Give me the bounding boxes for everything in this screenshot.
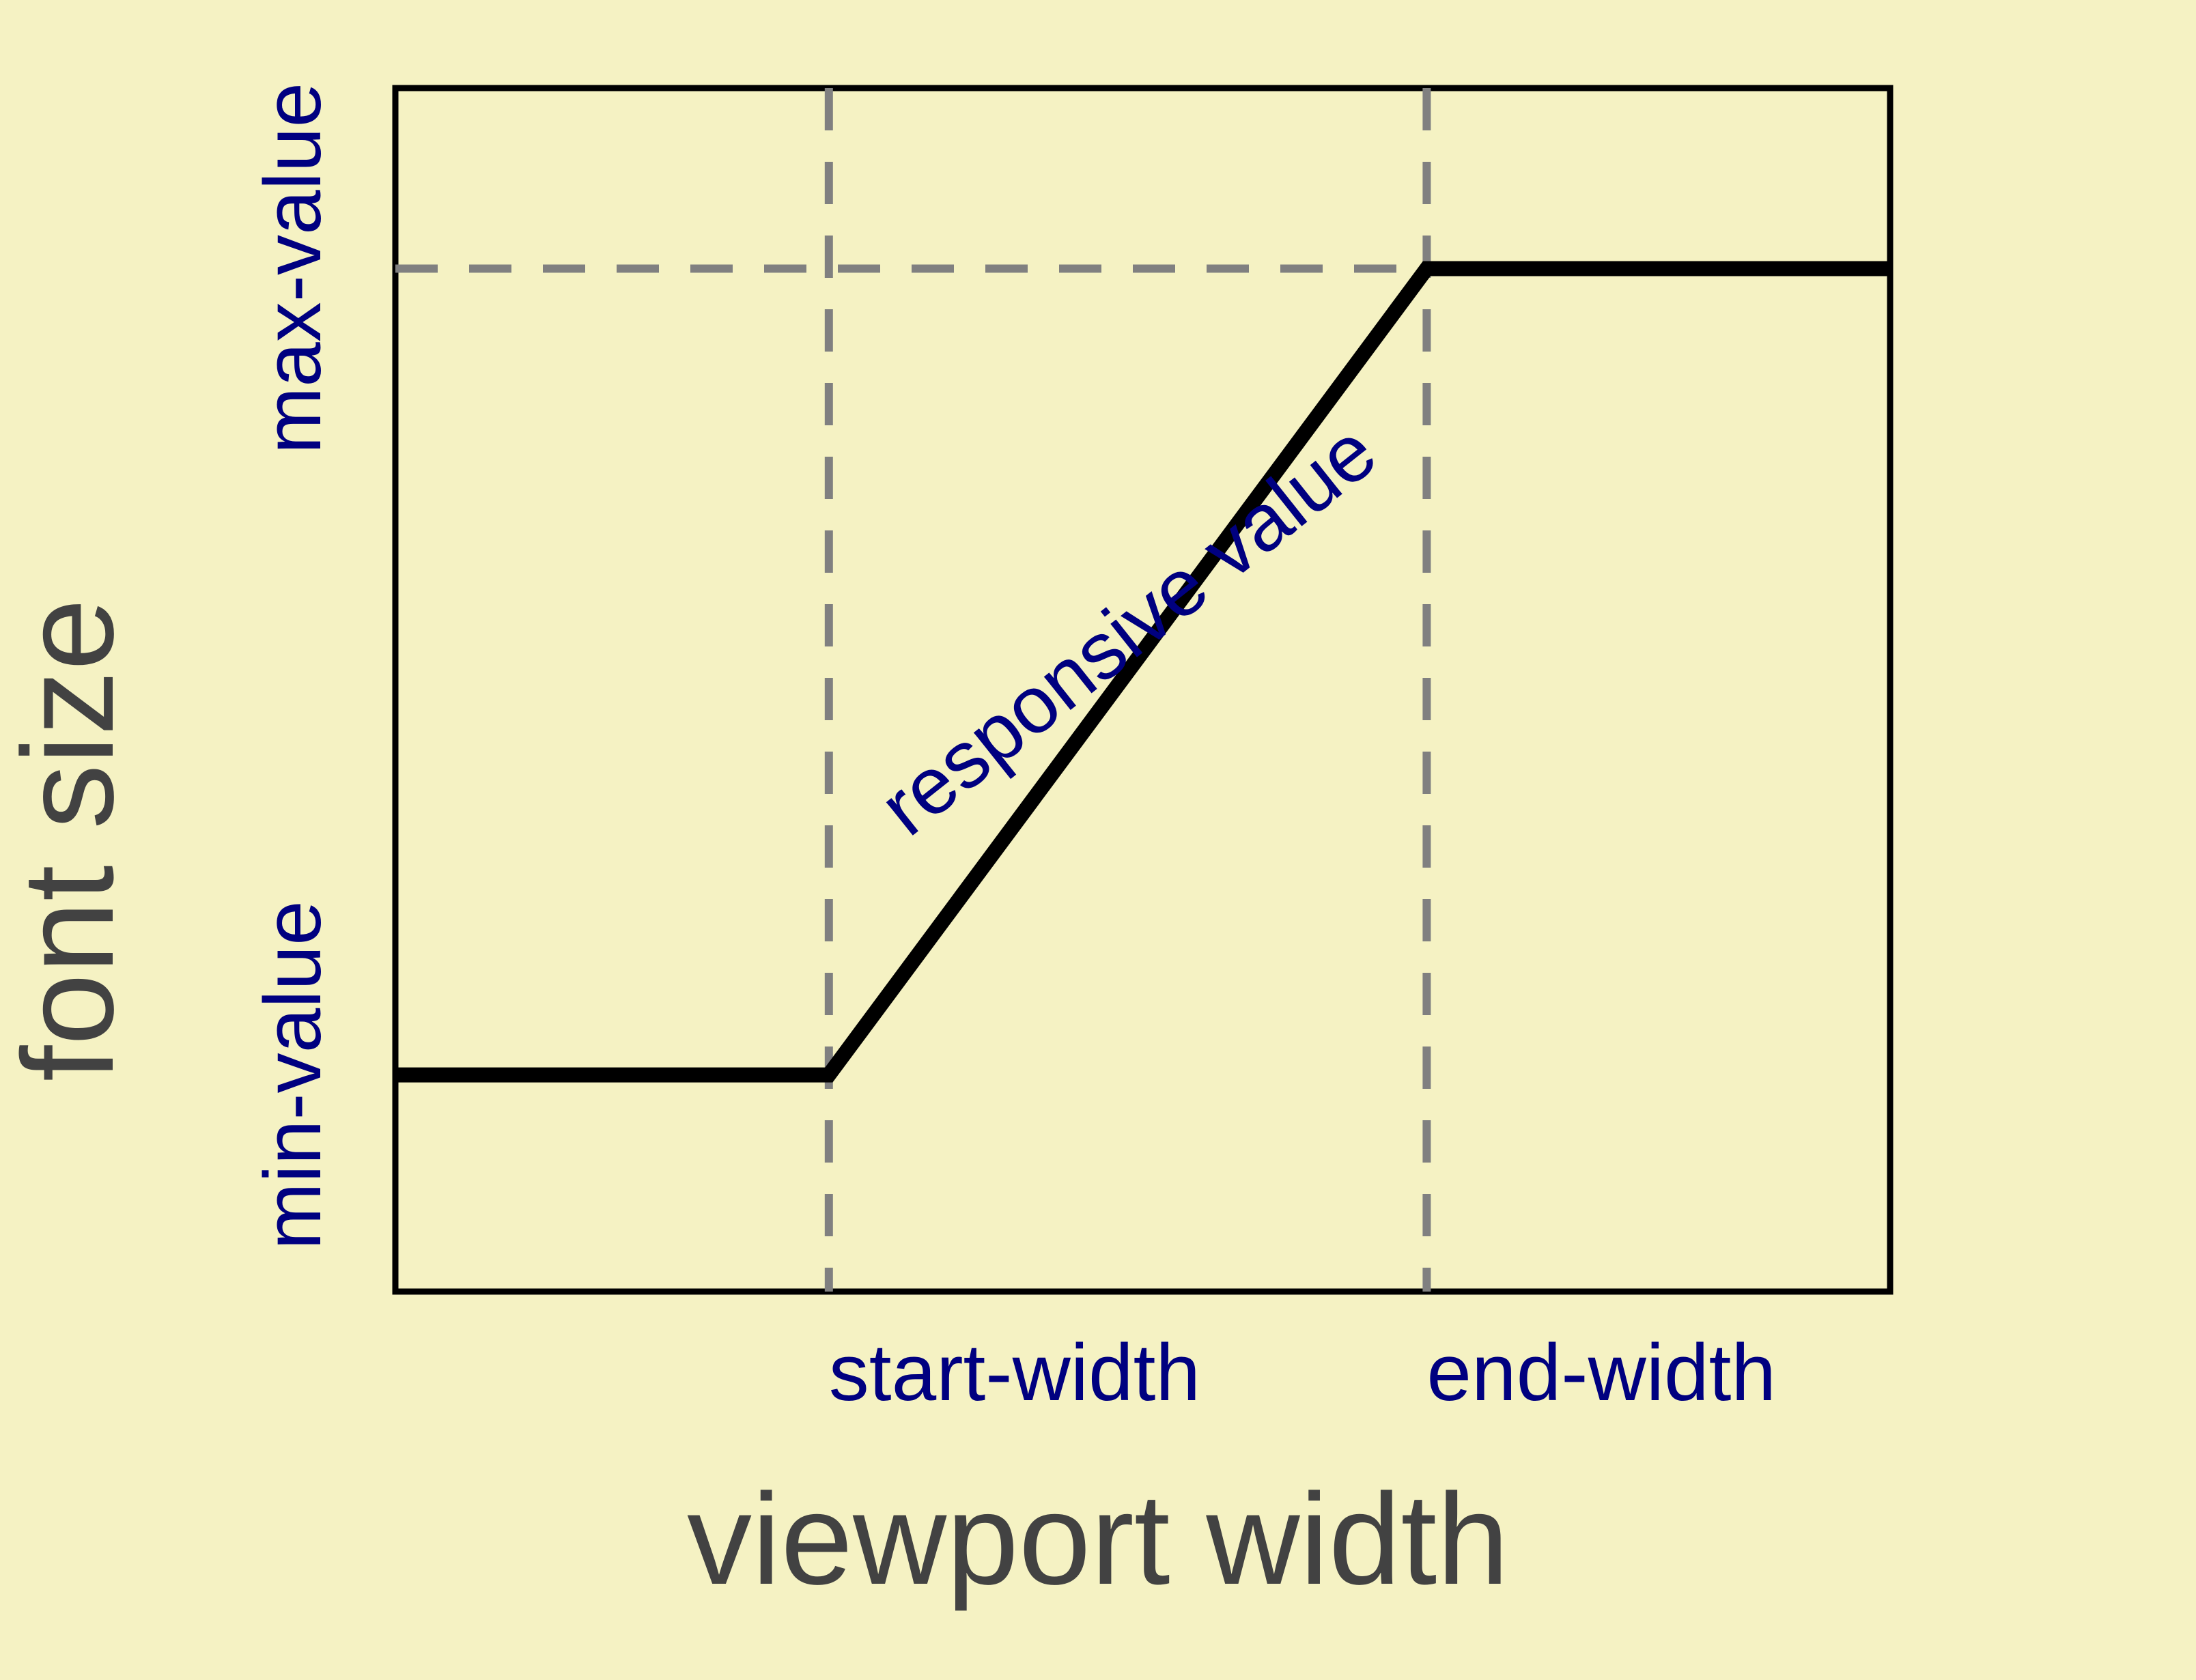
y-tick-label-min-value: min-value	[248, 900, 338, 1250]
curve-annotation-responsive-value: responsive value	[863, 406, 1393, 853]
plot-frame	[392, 85, 1894, 1295]
y-tick-label-max-value: max-value	[248, 83, 338, 455]
y-axis-title: font size	[0, 598, 141, 1082]
x-axis-title: viewport width	[687, 1467, 1509, 1612]
